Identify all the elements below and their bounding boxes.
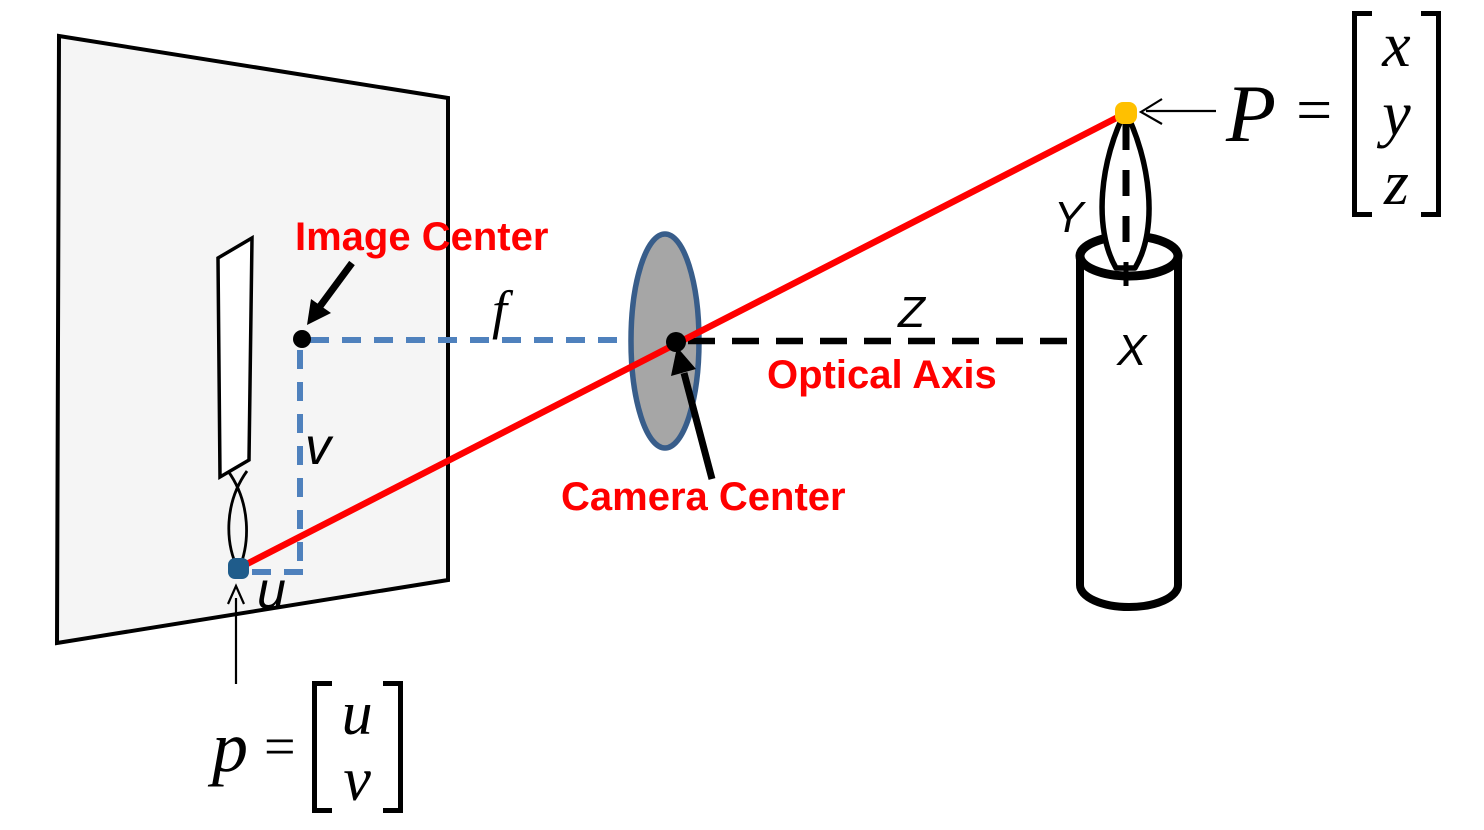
camera-center-arrow bbox=[680, 372, 716, 480]
projected-candle-body bbox=[216, 234, 254, 481]
vector-entry-x: x bbox=[1382, 9, 1411, 81]
image-plane bbox=[54, 33, 450, 646]
world-point-P bbox=[1115, 102, 1137, 124]
P-formula-arrowhead bbox=[1138, 98, 1163, 125]
v-label: v bbox=[305, 418, 331, 476]
world-point-formula: P = x y z bbox=[1226, 10, 1441, 218]
image-point-vector: u v bbox=[311, 680, 403, 814]
x-axis-label: X bbox=[1117, 326, 1147, 375]
right-bracket bbox=[382, 681, 403, 813]
u-label: u bbox=[257, 562, 286, 620]
image-point-p bbox=[228, 558, 249, 579]
image-center-arrowhead bbox=[307, 299, 331, 325]
image-point-formula: p = u v bbox=[212, 680, 403, 814]
u-offset-dashed-line bbox=[252, 546, 303, 575]
y-axis-label: Y bbox=[1054, 193, 1084, 242]
image-point-equals: = bbox=[264, 716, 296, 778]
camera-center-point bbox=[666, 332, 686, 352]
world-point-symbol: P bbox=[1226, 68, 1277, 159]
world-point-equals: = bbox=[1296, 74, 1333, 145]
vector-entry-u: u bbox=[341, 680, 373, 748]
left-bracket bbox=[1352, 11, 1373, 217]
optical-axis-label: Optical Axis bbox=[767, 353, 997, 397]
camera-center-label: Camera Center bbox=[561, 475, 846, 519]
image-center-label: Image Center bbox=[295, 215, 549, 259]
image-point-symbol: p bbox=[212, 706, 248, 787]
vector-entry-v: v bbox=[343, 746, 371, 814]
world-point-vector: x y z bbox=[1352, 9, 1441, 218]
camera-center-arrowhead bbox=[671, 347, 696, 376]
image-center-arrow bbox=[315, 260, 355, 312]
vector-entry-y: y bbox=[1382, 77, 1411, 149]
left-bracket bbox=[311, 681, 332, 813]
focal-length-label: f bbox=[492, 280, 508, 340]
right-bracket bbox=[1420, 11, 1441, 217]
p-formula-arrowhead bbox=[226, 583, 246, 605]
image-center-point bbox=[293, 330, 311, 348]
vector-entry-z: z bbox=[1383, 146, 1409, 218]
candle-body bbox=[1076, 255, 1182, 611]
z-axis-label: Z bbox=[898, 288, 925, 337]
